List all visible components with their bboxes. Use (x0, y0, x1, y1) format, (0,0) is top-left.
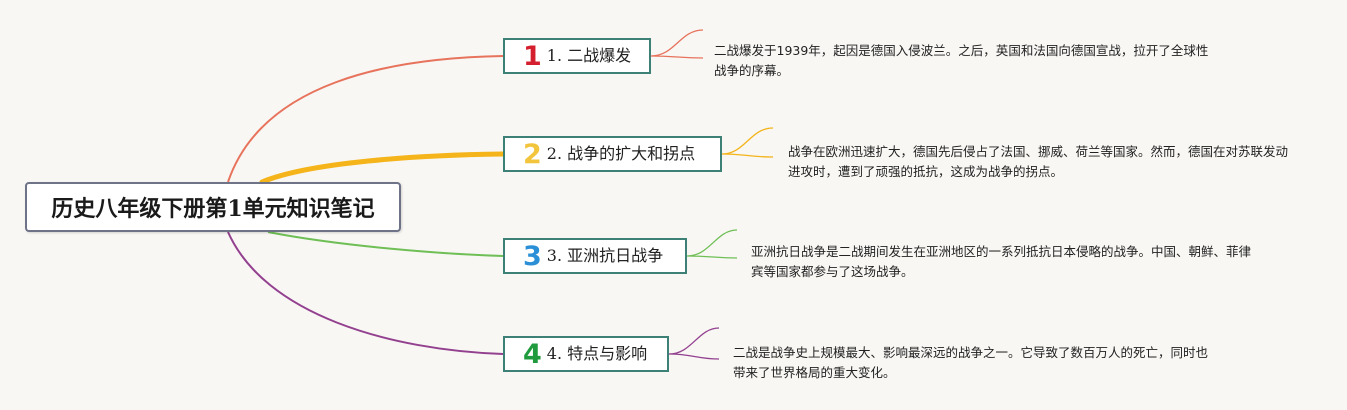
topic-features-impact[interactable]: 4 4. 特点与影响 (503, 336, 669, 372)
number-4-icon: 4 (523, 338, 542, 370)
topic-label: 1. 二战爆发 (546, 46, 632, 65)
topic-label: 4. 特点与影响 (546, 344, 648, 363)
topic-outbreak[interactable]: 1 1. 二战爆发 (503, 38, 651, 74)
central-topic[interactable]: 历史八年级下册第1单元知识笔记 (25, 182, 401, 232)
note-connector-4 (668, 327, 720, 360)
number-2-icon: 2 (523, 138, 542, 170)
branch-line-1 (227, 55, 504, 183)
central-topic-title: 历史八年级下册第1单元知识笔记 (51, 196, 375, 222)
note-connector-1 (650, 29, 704, 59)
note-asia: 亚洲抗日战争是二战期间发生在亚洲地区的一系列抵抗日本侵略的战争。中国、朝鲜、菲律… (751, 244, 1252, 279)
note-connector-3 (686, 229, 738, 259)
branch-line-3 (267, 231, 504, 257)
branch-line-4 (227, 231, 504, 355)
branch-line-2 (259, 151, 506, 185)
note-expansion: 战争在欧洲迅速扩大，德国先后侵占了法国、挪威、荷兰等国家。然而，德国在对苏联发动… (788, 144, 1289, 179)
topic-label: 3. 亚洲抗日战争 (546, 246, 664, 265)
note-connector-2 (721, 127, 774, 158)
number-3-icon: 3 (523, 240, 542, 272)
topic-expansion-turning-point[interactable]: 2 2. 战争的扩大和拐点 (503, 136, 722, 172)
note-impact: 二战是战争史上规模最大、影响最深远的战争之一。它导致了数百万人的死亡，同时也带来… (733, 345, 1209, 380)
note-outbreak: 二战爆发于1939年，起因是德国入侵波兰。之后，英国和法国向德国宣战，拉开了全球… (714, 43, 1209, 78)
topic-label: 2. 战争的扩大和拐点 (546, 144, 696, 163)
topic-asia-anti-japanese-war[interactable]: 3 3. 亚洲抗日战争 (503, 238, 687, 274)
number-1-icon: 1 (523, 40, 542, 72)
